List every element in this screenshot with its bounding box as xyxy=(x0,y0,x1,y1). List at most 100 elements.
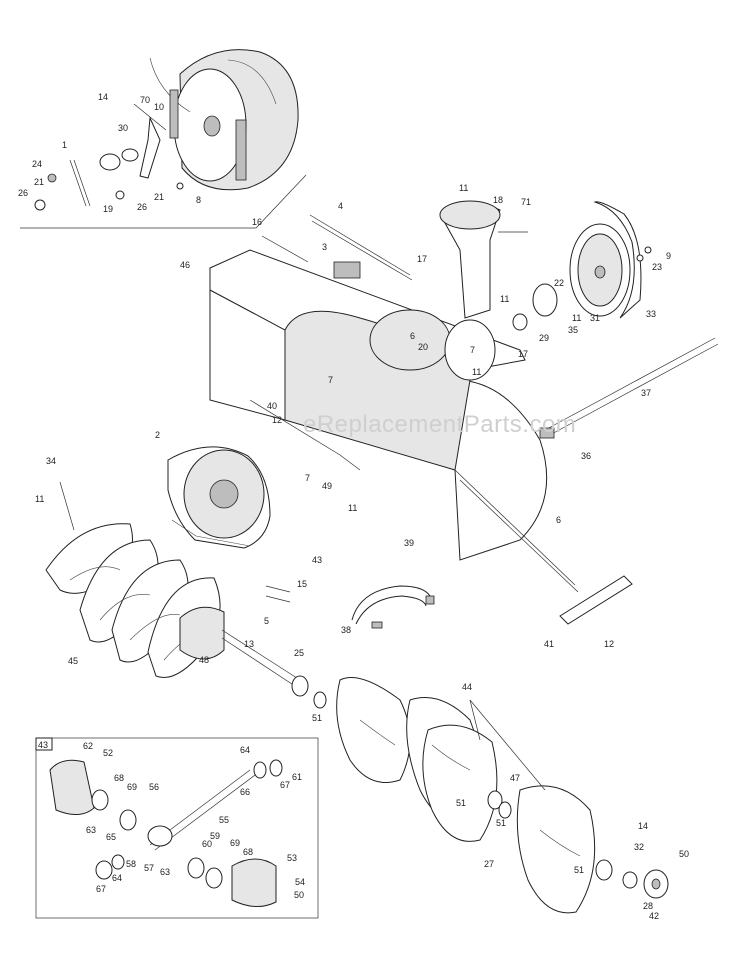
callout-c21a: 21 xyxy=(34,177,44,187)
callout-c70: 70 xyxy=(140,95,150,105)
callout-c12a: 12 xyxy=(272,415,282,425)
callout-c65: 65 xyxy=(106,832,116,842)
callout-c6a: 6 xyxy=(410,331,415,341)
pulley-belt xyxy=(512,201,652,331)
callout-c11a: 11 xyxy=(459,183,468,193)
callout-c46: 46 xyxy=(180,260,190,270)
callout-c9: 9 xyxy=(666,251,671,261)
callout-c51d: 51 xyxy=(574,865,584,875)
callout-c13: 13 xyxy=(244,639,254,649)
callout-c34: 34 xyxy=(46,456,56,466)
callout-c17a: 17 xyxy=(417,254,427,264)
callout-c66: 66 xyxy=(240,787,250,797)
callout-c6b: 6 xyxy=(556,515,561,525)
skid-and-cord xyxy=(351,575,633,629)
callout-c11d: 11 xyxy=(472,367,481,377)
callout-c7b: 7 xyxy=(328,375,333,385)
callout-c49: 49 xyxy=(322,481,332,491)
callout-c36: 36 xyxy=(581,451,591,461)
callout-c48: 48 xyxy=(199,655,209,665)
callout-c51c: 51 xyxy=(496,818,506,828)
callout-c17b: 17 xyxy=(518,349,528,359)
callout-c24: 24 xyxy=(32,159,42,169)
callout-c11e: 11 xyxy=(35,494,44,504)
callout-c50a: 50 xyxy=(679,849,689,859)
callout-c62: 62 xyxy=(83,741,93,751)
callout-c10: 10 xyxy=(154,102,164,112)
callout-c21b: 21 xyxy=(154,192,164,202)
wheel-inset xyxy=(20,49,307,229)
callout-c12b: 12 xyxy=(604,639,614,649)
callout-c23: 23 xyxy=(652,262,662,272)
callout-c60: 60 xyxy=(202,839,212,849)
callout-c7a: 7 xyxy=(470,345,475,355)
callout-c35: 35 xyxy=(568,325,578,335)
inset-bottom-label: 43 xyxy=(38,740,48,750)
callout-c33: 33 xyxy=(646,309,656,319)
gearbox-shaft xyxy=(179,585,327,709)
callout-c1: 1 xyxy=(62,140,67,150)
callout-c57: 57 xyxy=(144,863,154,873)
cross-shaft xyxy=(539,337,719,439)
callout-c14a: 14 xyxy=(98,92,108,102)
callout-c54: 54 xyxy=(295,877,305,887)
callout-c44: 44 xyxy=(462,682,472,692)
callout-c37: 37 xyxy=(641,388,651,398)
callout-c11f: 11 xyxy=(348,503,357,513)
callout-c68b: 68 xyxy=(243,847,253,857)
callout-c2: 2 xyxy=(155,430,160,440)
callout-c59: 59 xyxy=(210,831,220,841)
callout-c8: 8 xyxy=(196,195,201,205)
callout-c45: 45 xyxy=(68,656,78,666)
callout-c16: 16 xyxy=(252,217,262,227)
callout-c18: 18 xyxy=(493,195,503,205)
callout-c5: 5 xyxy=(264,616,269,626)
gearcase-inset: 43 xyxy=(35,737,319,919)
callout-c55: 55 xyxy=(219,815,229,825)
callout-c64b: 64 xyxy=(112,873,122,883)
impeller xyxy=(167,446,271,549)
callout-c7c: 7 xyxy=(305,473,310,483)
callout-c67b: 67 xyxy=(96,884,106,894)
callout-c39: 39 xyxy=(404,538,414,548)
callout-c42: 42 xyxy=(649,911,659,921)
callout-c41: 41 xyxy=(544,639,554,649)
callout-c63b: 63 xyxy=(160,867,170,877)
callout-c69b: 69 xyxy=(230,838,240,848)
callout-c3: 3 xyxy=(322,242,327,252)
callout-c20: 20 xyxy=(418,342,428,352)
callout-c63a: 63 xyxy=(86,825,96,835)
callout-c56: 56 xyxy=(149,782,159,792)
callout-c29: 29 xyxy=(539,333,549,343)
callout-c26b: 26 xyxy=(137,202,147,212)
callout-c53: 53 xyxy=(287,853,297,863)
callout-c47: 47 xyxy=(510,773,520,783)
callout-c64a: 64 xyxy=(240,745,250,755)
callout-c68a: 68 xyxy=(114,773,124,783)
callout-c52: 52 xyxy=(103,748,113,758)
callout-c40: 40 xyxy=(267,401,277,411)
callout-c27: 27 xyxy=(484,859,494,869)
callout-c26a: 26 xyxy=(18,188,28,198)
wheel-hardware xyxy=(34,89,247,211)
callout-c50b: 50 xyxy=(294,890,304,900)
callout-c32: 32 xyxy=(634,842,644,852)
callout-c11b: 11 xyxy=(500,294,509,304)
callout-c19: 19 xyxy=(103,204,113,214)
callout-c51b: 51 xyxy=(456,798,466,808)
callout-c30: 30 xyxy=(118,123,128,133)
callout-c4: 4 xyxy=(338,201,343,211)
chute-assembly xyxy=(261,200,528,319)
callout-c61: 61 xyxy=(292,772,302,782)
callout-c22: 22 xyxy=(554,278,564,288)
callout-c15: 15 xyxy=(297,579,307,589)
callout-c11c: 11 xyxy=(572,313,581,323)
callout-c71: 71 xyxy=(521,197,531,207)
auger-housing xyxy=(209,249,579,593)
right-augers xyxy=(336,677,669,914)
callout-c14b: 14 xyxy=(638,821,648,831)
callout-c31: 31 xyxy=(590,313,600,323)
callout-c69a: 69 xyxy=(127,782,137,792)
watermark: eReplacementParts.com xyxy=(303,411,576,438)
